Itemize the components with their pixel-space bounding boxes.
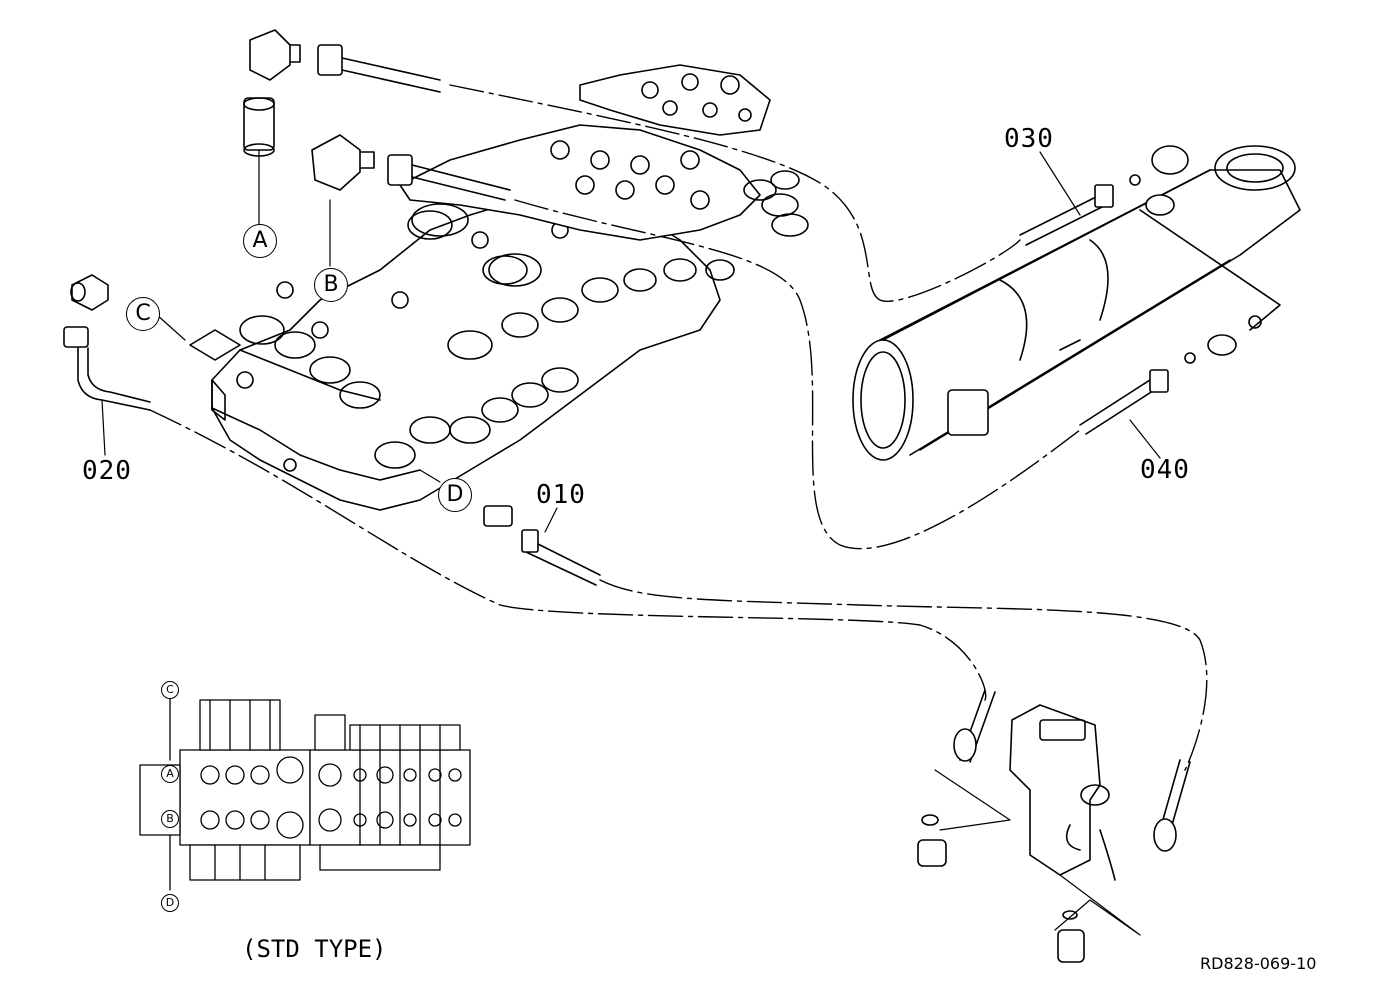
inset-callout-d: D xyxy=(161,894,179,912)
valve-spools xyxy=(236,210,735,472)
callout-b: B xyxy=(314,268,348,302)
inset-callout-b: B xyxy=(161,810,179,828)
callout-a: A xyxy=(243,224,277,258)
inset-std-type-valve xyxy=(139,694,471,891)
inset-callout-c: C xyxy=(161,681,179,699)
callout-c: C xyxy=(126,297,160,331)
part-label-040: 040 xyxy=(1140,455,1190,485)
callout-d: D xyxy=(438,478,472,512)
elbow-fitting-mid xyxy=(311,134,413,191)
part-label-020: 020 xyxy=(82,456,132,486)
hydraulic-cylinder xyxy=(852,145,1301,461)
control-valve-assembly xyxy=(189,64,809,511)
pedal-valve xyxy=(1009,704,1177,881)
part-label-010: 010 xyxy=(536,480,586,510)
elbow-fitting-top xyxy=(243,29,343,157)
fitting-left-020 xyxy=(63,274,109,348)
drawing-reference: RD828-069-10 xyxy=(1200,954,1317,973)
fittings-lower xyxy=(483,505,1085,963)
inset-callout-a: A xyxy=(161,765,179,783)
inset-caption: (STD TYPE) xyxy=(242,935,387,963)
hose-routing-lines xyxy=(149,84,1208,771)
part-label-030: 030 xyxy=(1004,124,1054,154)
leader-lines xyxy=(101,149,1161,936)
